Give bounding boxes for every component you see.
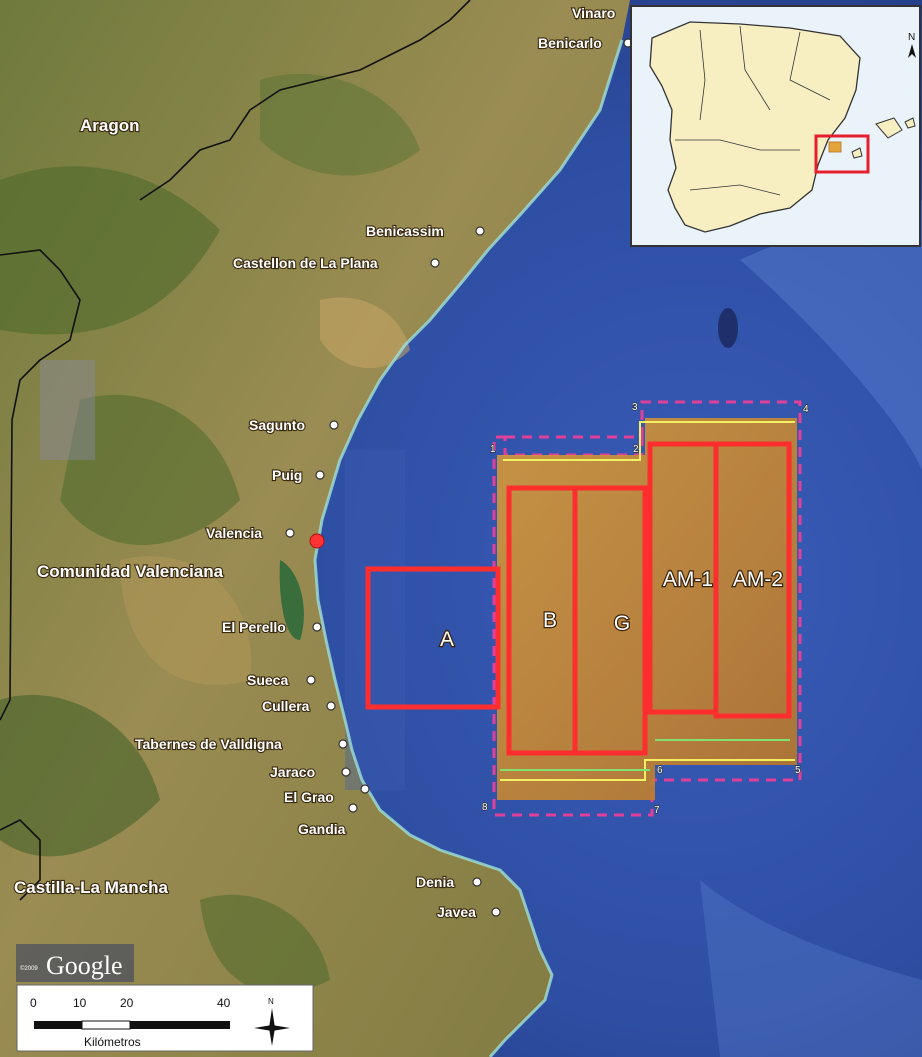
terrain-patch <box>200 894 330 994</box>
city-label: Sagunto <box>249 417 305 433</box>
city-label: Gandia <box>298 821 346 837</box>
scale-segment <box>81 1020 131 1030</box>
blocks <box>365 441 792 756</box>
city-label: El Perello <box>222 619 286 635</box>
corner-label: 4 <box>803 404 809 415</box>
seafloor-ridge <box>740 200 922 470</box>
city-label: Tabernes de Valldigna <box>135 736 282 752</box>
city-label: Denia <box>416 874 454 890</box>
region-label-aragon: Aragon <box>80 116 140 135</box>
scale-segment <box>34 1021 82 1029</box>
inset-highlight-box <box>814 134 870 174</box>
corner-label: 5 <box>795 765 801 776</box>
city-label: Valencia <box>206 525 262 541</box>
scale-unit-label: Kilómetros <box>84 1035 141 1049</box>
scale-tick-label: 0 <box>30 996 37 1010</box>
inset-map: N <box>630 5 921 247</box>
city-marker <box>338 739 348 749</box>
compass-north-label: N <box>268 997 274 1006</box>
inset-spain <box>649 21 861 233</box>
block-am2-label: AM-2 <box>733 568 783 591</box>
region-label-comunidad-valenciana: Comunidad Valenciana <box>37 562 224 581</box>
scale-bar: 0 10 20 40 Kilómetros N <box>16 984 314 1052</box>
city-label: Jaraco <box>270 764 315 780</box>
seafloor-shelf <box>700 880 922 1057</box>
terrain-patch <box>60 394 240 545</box>
inset-borders <box>675 25 831 196</box>
inset-menorca <box>904 117 916 129</box>
city-marker <box>285 528 295 538</box>
inset-mallorca <box>875 117 903 139</box>
city-marker <box>348 803 358 813</box>
region-label-castilla-la-mancha: Castilla-La Mancha <box>14 878 169 897</box>
island-columbretes <box>718 308 738 348</box>
city-marker <box>326 701 336 711</box>
region-border <box>0 819 41 901</box>
scale-tick-label: 10 <box>73 996 87 1010</box>
corner-label: 7 <box>654 805 660 816</box>
coastline <box>313 39 624 1057</box>
city-marker <box>475 226 485 236</box>
imagery-patch <box>345 450 405 790</box>
albufera-lagoon <box>279 560 304 640</box>
city-label: Javea <box>437 904 476 920</box>
google-logo-text: Google <box>46 951 123 980</box>
inset-ibiza <box>851 147 863 159</box>
terrain-patch <box>260 73 420 176</box>
block-a-label: A <box>440 628 454 651</box>
city-label: Castellon de La Plana <box>233 255 378 271</box>
city-marker <box>329 420 339 430</box>
city-label: Puig <box>272 467 302 483</box>
city-marker <box>360 784 370 794</box>
block-am2-outline <box>713 441 792 719</box>
google-logo: Google ©2009 <box>16 944 134 982</box>
city-label: Cullera <box>262 698 310 714</box>
region-border <box>0 249 81 721</box>
city-label: Benicarlo <box>538 35 602 51</box>
scale-tick-label: 40 <box>217 996 231 1010</box>
block-g-label: G <box>614 612 630 635</box>
google-copyright: ©2009 <box>20 965 38 972</box>
city-marker <box>430 258 440 268</box>
port-marker <box>309 533 325 549</box>
cities: Vinaro Benicarlo Benicassim Castellon de… <box>134 4 633 921</box>
block-g-outline <box>572 485 648 756</box>
block-a-outline <box>365 566 501 710</box>
terrain-patch <box>0 166 220 335</box>
imagery-patch <box>40 360 95 460</box>
scale-tick-label: 20 <box>120 996 134 1010</box>
city-label: Sueca <box>247 672 288 688</box>
block-b-label: B <box>543 609 557 632</box>
inset-north-label: N <box>908 32 915 43</box>
terrain-patch <box>0 694 160 857</box>
corner-label: 1 <box>490 444 496 455</box>
terrain-patch <box>320 297 410 369</box>
city-marker <box>306 675 316 685</box>
inset-north-arrow-icon <box>908 44 916 58</box>
region-border <box>139 0 471 201</box>
corner-label: 3 <box>632 402 638 413</box>
block-am1-label: AM-1 <box>663 568 713 591</box>
city-label: El Grao <box>284 789 334 805</box>
corner-label: 8 <box>482 802 488 813</box>
terrain-patch <box>120 556 252 685</box>
corner-label: 6 <box>657 765 663 776</box>
city-marker <box>341 767 351 777</box>
city-marker <box>312 622 322 632</box>
city-marker <box>315 470 325 480</box>
city-label: Benicassim <box>366 223 444 239</box>
compass-icon: N <box>254 997 290 1046</box>
scale-segment <box>130 1021 230 1029</box>
corner-label: 2 <box>633 444 639 455</box>
city-marker <box>472 877 482 887</box>
inset-survey-area <box>828 141 842 153</box>
city-label: Vinaro <box>572 5 615 21</box>
city-marker <box>491 907 501 917</box>
